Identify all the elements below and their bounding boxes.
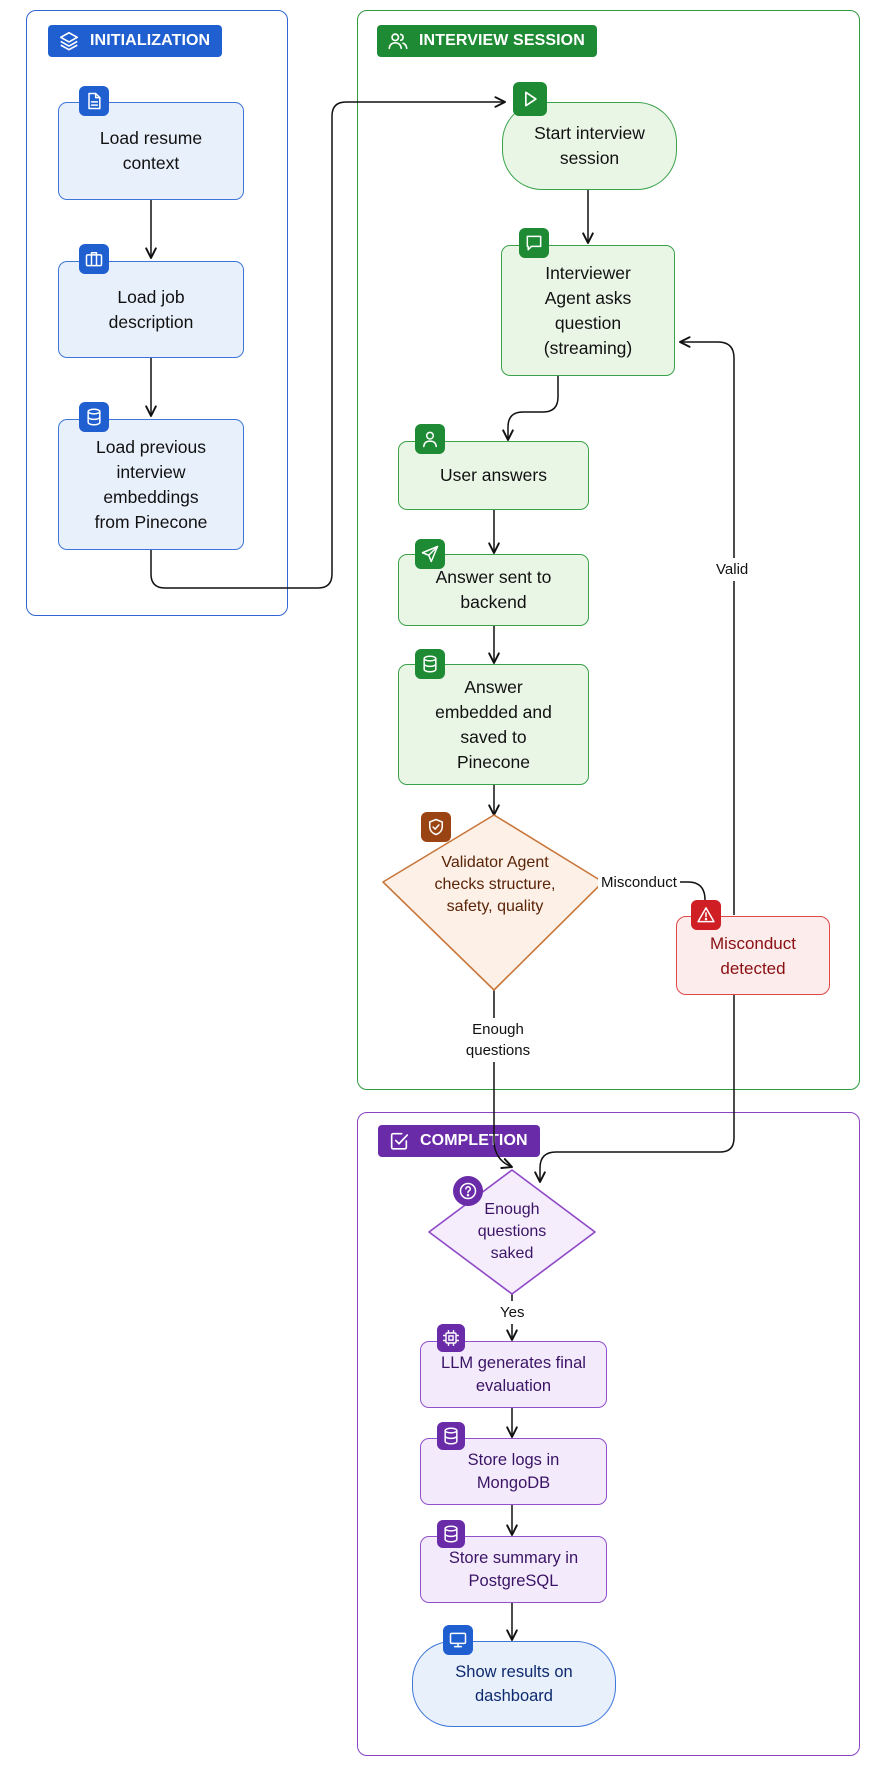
edge-validator-to-enough (493, 990, 513, 1169)
lane-title-initialization: INITIALIZATION (48, 25, 223, 57)
node-label: Interviewer Agent asks question (streami… (543, 262, 633, 358)
node-label: Load previous interview embeddings from … (94, 436, 208, 532)
node-label: Start interview session (534, 123, 645, 168)
database-icon (415, 649, 445, 679)
node-load-resume-context: Load resume context (58, 102, 244, 200)
edge-misconduct-to-enough (534, 995, 735, 1183)
node-label: Store logs in MongoDB (467, 1450, 560, 1492)
node-label: Validator Agent checks structure, safety… (434, 854, 556, 915)
question-icon (453, 1176, 483, 1206)
node-label: User answers (440, 465, 547, 485)
check-square-icon (390, 1132, 409, 1150)
node-load-job-description: Load job description (58, 261, 244, 358)
edge-misconduct-valid-to-ask (679, 336, 735, 915)
node-enough-questions: Enough questions saked (452, 1198, 572, 1266)
lane-title-text: COMPLETION (420, 1132, 528, 1149)
document-icon (79, 86, 109, 116)
edge-ask-to-user (502, 376, 559, 441)
briefcase-icon (79, 244, 109, 274)
node-llm-final-evaluation: LLM generates final evaluation (420, 1341, 607, 1408)
database-icon (437, 1520, 465, 1548)
shield-check-icon (421, 812, 451, 842)
database-icon (79, 402, 109, 432)
edge-label-enough-questions: Enough questions (455, 1018, 541, 1062)
edge-validator-to-misconduct (603, 881, 706, 901)
node-label: Show results on dashboard (455, 1663, 573, 1705)
node-label: LLM generates final evaluation (441, 1353, 586, 1395)
node-load-previous-embeddings: Load previous interview embeddings from … (58, 419, 244, 550)
node-label: Store summary in PostgreSQL (448, 1548, 579, 1590)
lane-interview-session (357, 10, 860, 1090)
node-label: Load job description (108, 286, 194, 332)
chat-icon (519, 228, 549, 258)
node-label: Answer embedded and saved to Pinecone (435, 676, 552, 772)
node-user-answers: User answers (398, 441, 589, 510)
database-icon (437, 1422, 465, 1450)
lane-title-interview-session: INTERVIEW SESSION (377, 25, 597, 57)
chip-icon (437, 1324, 465, 1352)
node-label: Answer sent to backend (435, 567, 552, 612)
send-icon (415, 539, 445, 569)
node-label: Misconduct detected (710, 933, 796, 978)
warning-icon (691, 900, 721, 930)
lane-title-completion: COMPLETION (378, 1125, 540, 1157)
lane-title-text: INTERVIEW SESSION (419, 32, 585, 49)
node-show-results-dashboard: Show results on dashboard (412, 1641, 616, 1727)
layers-icon (59, 31, 79, 51)
edge-label-yes: Yes (497, 1301, 528, 1324)
users-icon (388, 33, 408, 50)
monitor-icon (443, 1625, 473, 1655)
node-start-interview-session: Start interview session (502, 102, 677, 190)
node-label: Load resume context (99, 128, 203, 173)
node-validator-agent: Validator Agent checks structure, safety… (420, 845, 570, 925)
node-store-summary-postgresql: Store summary in PostgreSQL (420, 1536, 607, 1603)
user-icon (415, 424, 445, 454)
validator-diamond (382, 814, 604, 991)
edge-previous-to-start (150, 96, 506, 589)
lane-completion (357, 1112, 860, 1756)
edge-label-misconduct: Misconduct (598, 871, 680, 894)
lane-title-text: INITIALIZATION (90, 32, 211, 49)
lane-initialization (26, 10, 288, 616)
play-icon (513, 82, 547, 116)
node-interviewer-asks: Interviewer Agent asks question (streami… (501, 245, 675, 376)
edge-label-valid: Valid (713, 558, 752, 581)
node-label: Enough questions saked (477, 1201, 547, 1262)
node-answer-embedded: Answer embedded and saved to Pinecone (398, 664, 589, 785)
